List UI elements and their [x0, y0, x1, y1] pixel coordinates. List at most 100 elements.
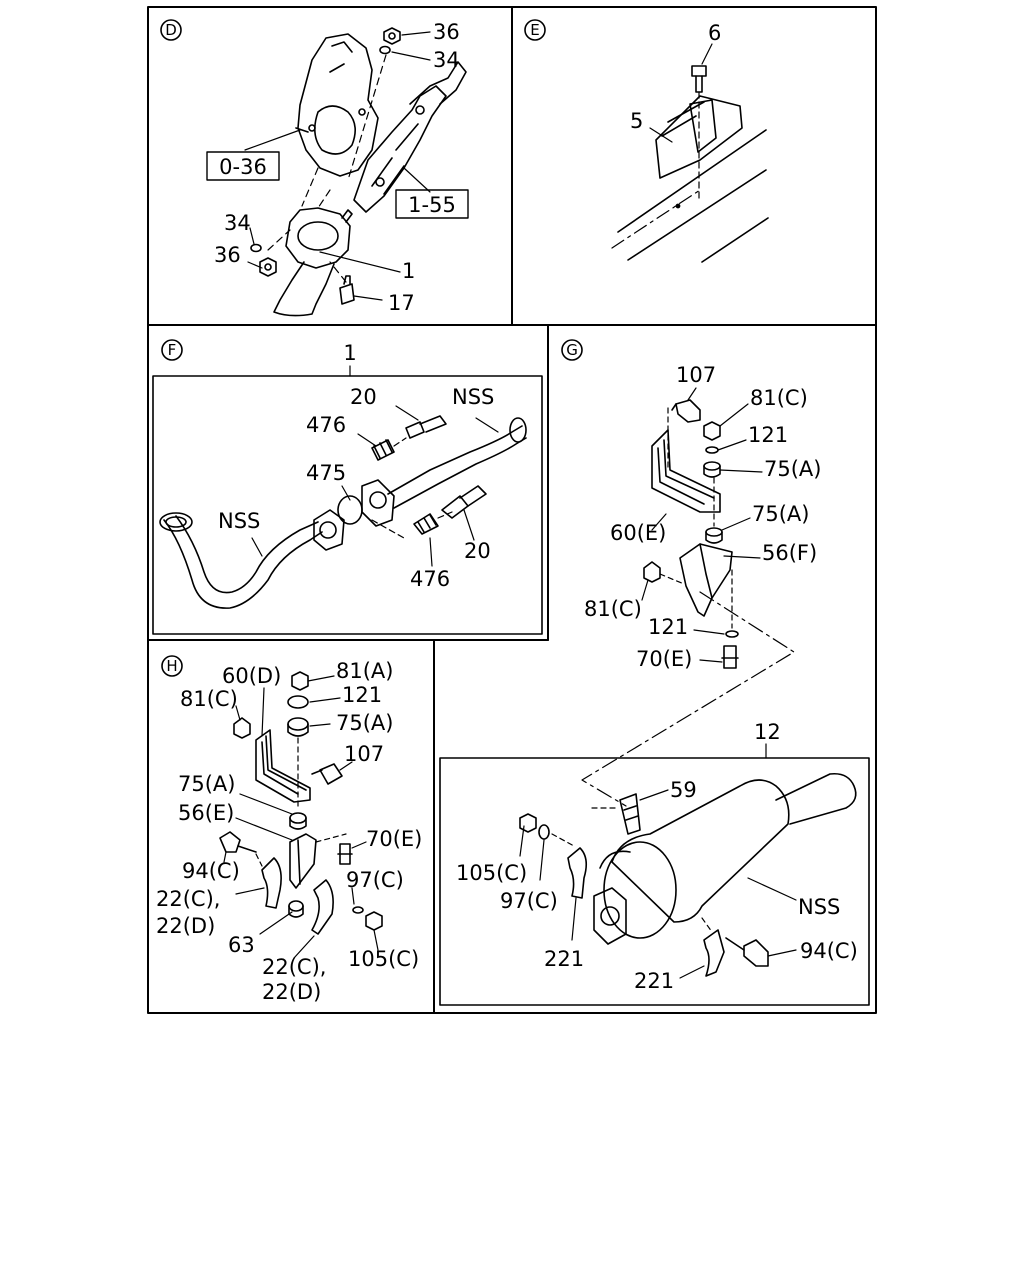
panel-f-marker: [161, 339, 183, 361]
label-22c-right: 22(C),: [262, 955, 326, 979]
bolt-70e-g: [721, 645, 739, 669]
label-94c-g: 94(C): [800, 939, 858, 963]
label-59: 59: [670, 778, 697, 802]
label-121-g: 121: [748, 423, 788, 447]
bolt-20-top: [405, 415, 447, 439]
nut-81c-bottom: [643, 561, 661, 583]
label-22d-left: 22(D): [156, 914, 215, 938]
label-121-bottom: 121: [648, 615, 688, 639]
label-60e: 60(E): [610, 521, 666, 545]
washer-121-g: [705, 446, 719, 454]
washer-34-top: [379, 45, 391, 55]
panel-f: F 1: [159, 339, 527, 609]
bracket-56f: [679, 543, 733, 617]
label-22d-right: 22(D): [262, 980, 321, 1004]
muffler-body: [611, 779, 790, 923]
label-75a-h-top: 75(A): [336, 711, 393, 735]
panel-h: H: [156, 655, 422, 1004]
stud-476-top: [371, 439, 395, 461]
label-70e-g: 70(E): [636, 647, 692, 671]
label-nss-left: NSS: [218, 509, 260, 533]
panel-d-marker: [160, 19, 182, 41]
spacer-63: [288, 900, 304, 918]
label-nss-muffler: NSS: [798, 895, 840, 919]
panel-g-letter: G: [566, 341, 578, 359]
hanger-59: [619, 793, 641, 835]
label-60d: 60(D): [222, 664, 281, 688]
label-81c-bottom: 81(C): [584, 597, 642, 621]
label-56e: 56(E): [178, 801, 234, 825]
rubber-75a-bottom: [705, 527, 723, 544]
label-1: 1: [402, 259, 415, 283]
panel-h-marker: [161, 655, 183, 677]
washer-97c-h: [352, 906, 364, 914]
bolt-94c-g: [725, 937, 769, 967]
nut-36-top: [383, 27, 401, 45]
label-75a-bottom: 75(A): [752, 502, 809, 526]
label-6: 6: [708, 21, 721, 45]
label-81a: 81(A): [336, 659, 393, 683]
washer-34-left: [250, 243, 262, 253]
turbo-heat-shield: [353, 85, 447, 213]
label-56f: 56(F): [762, 541, 817, 565]
label-476-bottom: 476: [410, 567, 450, 591]
front-exhaust-pipe: [163, 519, 323, 609]
label-1-55: 1-55: [408, 193, 456, 217]
nut-81c-h: [233, 717, 251, 739]
panel-e-letter: E: [530, 21, 539, 39]
panel-d-letter: D: [165, 21, 177, 39]
label-63: 63: [228, 933, 255, 957]
rubber-75a-h-bottom: [289, 812, 307, 830]
frame-rail: [617, 129, 769, 263]
label-34-left: 34: [224, 211, 251, 235]
clamp-22-right: [311, 879, 334, 935]
label-81c-h: 81(C): [180, 687, 238, 711]
bolt-17: [339, 275, 355, 305]
muffler-inlet-flange: [593, 887, 627, 945]
washer-121-bottom: [725, 630, 739, 638]
stud-476-bottom: [413, 513, 439, 535]
label-105c-h: 105(C): [348, 947, 419, 971]
bracket-60e: [651, 429, 721, 513]
bolt-6: [691, 65, 707, 93]
nut-81c-top: [703, 421, 721, 441]
rubber-75a-top: [703, 461, 721, 478]
label-36-left: 36: [214, 243, 241, 267]
clamp-221-left: [567, 847, 588, 899]
label-75a-top: 75(A): [764, 457, 821, 481]
label-17: 17: [388, 291, 415, 315]
panel-d: D: [160, 19, 469, 317]
bolt-94c-h: [219, 831, 257, 853]
label-105c-g: 105(C): [456, 861, 527, 885]
exhaust-manifold: [297, 33, 379, 177]
pipe-flange-right: [361, 479, 395, 527]
label-34-top: 34: [433, 48, 460, 72]
label-97c-g: 97(C): [500, 889, 558, 913]
label-nss-right: NSS: [452, 385, 494, 409]
nut-105c-h: [365, 911, 383, 931]
label-121-h: 121: [342, 683, 382, 707]
label-1-pipe: 1: [343, 341, 356, 365]
front-pipe: [273, 261, 335, 317]
label-20-bottom: 20: [464, 539, 491, 563]
heat-shield-5: [655, 95, 743, 179]
bracket-60d: [255, 729, 311, 803]
label-221-bottom: 221: [634, 969, 674, 993]
panel-e: E 6 5: [524, 19, 769, 263]
label-5: 5: [630, 109, 643, 133]
bolt-107-h: [311, 763, 343, 785]
pipe-flange-left: [313, 509, 345, 551]
nut-105c: [519, 813, 537, 833]
label-75a-h-bottom: 75(A): [178, 772, 235, 796]
panel-g: G: [456, 339, 858, 993]
label-107-g: 107: [676, 363, 716, 387]
label-107-h: 107: [344, 742, 384, 766]
bracket-56e: [289, 833, 317, 889]
clamp-221-bottom: [703, 929, 725, 977]
nut-81a: [291, 671, 309, 691]
label-22c-left: 22(C),: [156, 887, 220, 911]
rubber-75a-h-top: [287, 717, 309, 737]
bolt-70e-h: [337, 843, 353, 865]
label-0-36: 0-36: [219, 155, 267, 179]
